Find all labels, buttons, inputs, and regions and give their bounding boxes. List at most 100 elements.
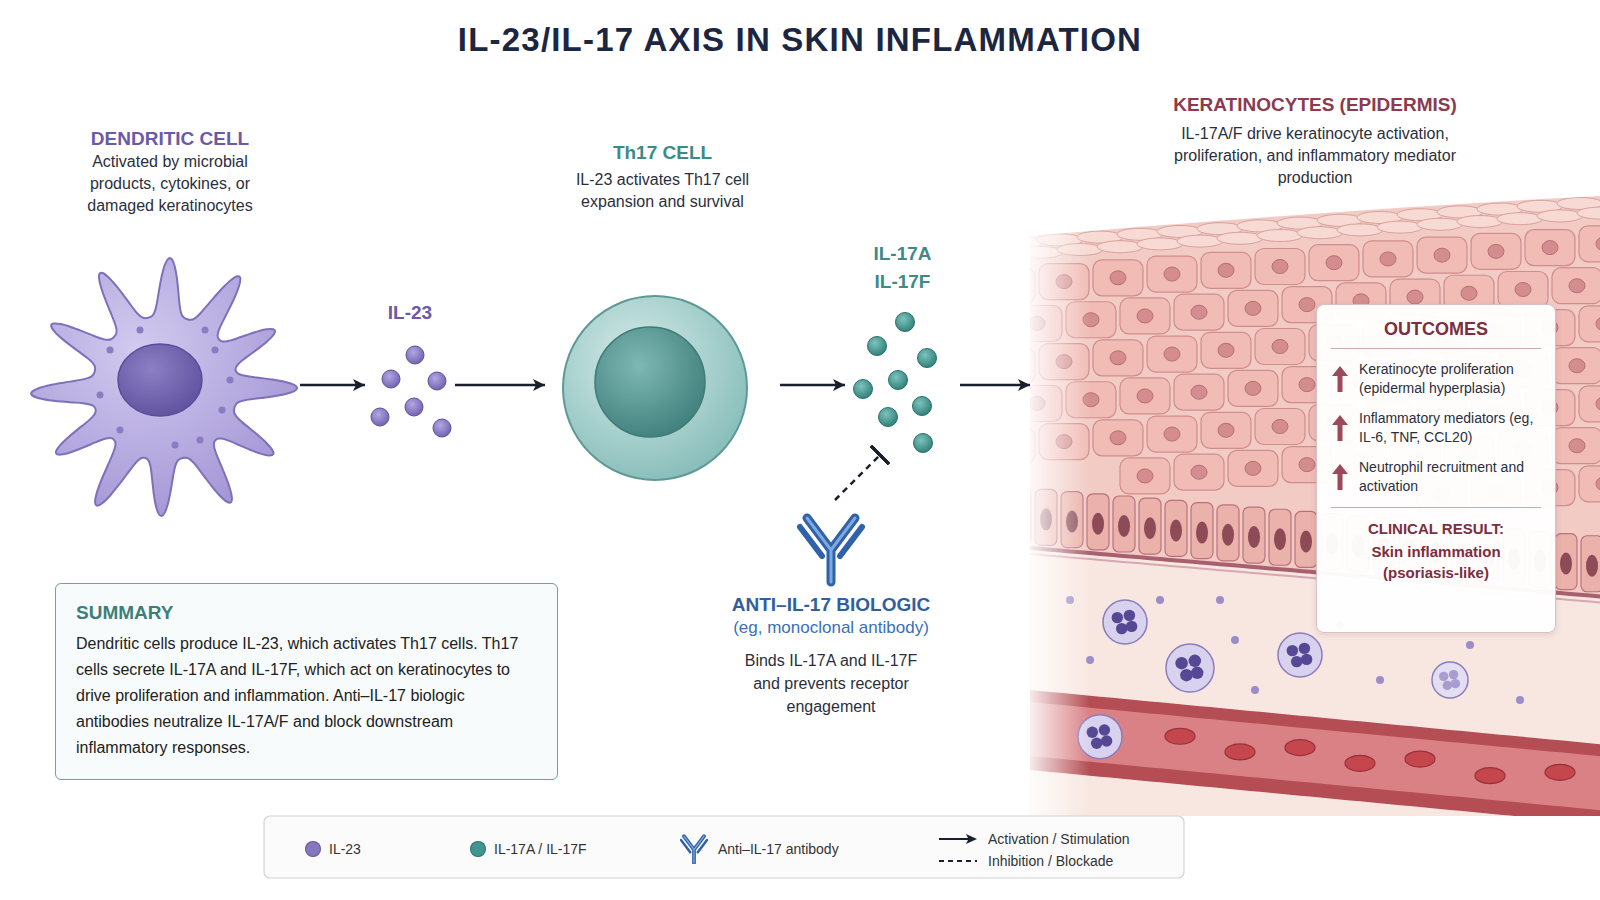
keratinocyte-cell xyxy=(1579,386,1600,422)
red-blood-cell xyxy=(1345,755,1375,771)
keratinocyte-cell xyxy=(1228,450,1278,486)
cytokine-dot xyxy=(1231,636,1239,644)
red-blood-cell xyxy=(1405,751,1435,767)
basal-cell xyxy=(1165,500,1187,556)
granule xyxy=(97,392,104,399)
legend-item: Anti–IL-17 antibody xyxy=(680,839,839,859)
cell-nucleus xyxy=(1569,279,1585,293)
granule xyxy=(212,347,219,354)
text-slot: Skin inflammation (psoriasis-like) xyxy=(1331,541,1541,583)
keratinocyte-cell xyxy=(1147,416,1197,452)
activation-arrow xyxy=(300,384,365,387)
corneum-cell xyxy=(1217,232,1263,244)
node-text: IL-17A/F drive keratinocyte activation, … xyxy=(1148,123,1483,189)
basal-cell xyxy=(1243,507,1265,563)
text-slot: ANTI–IL-17 BIOLOGIC xyxy=(700,592,962,617)
basal-nucleus xyxy=(1222,524,1234,546)
neutrophil xyxy=(1278,633,1322,677)
cell-nucleus xyxy=(1164,267,1180,281)
basal-nucleus xyxy=(1300,530,1312,552)
neutrophil-lobe xyxy=(1126,621,1137,632)
cytokine-dot xyxy=(1466,641,1474,649)
il23-molecule xyxy=(405,398,423,416)
dendritic-nucleus xyxy=(118,344,202,416)
cell-nucleus xyxy=(1299,378,1315,392)
cell-nucleus xyxy=(1596,317,1600,331)
activation-arrow xyxy=(960,384,1030,387)
neutrophil-lobe xyxy=(1191,667,1203,679)
th17-cell xyxy=(563,296,747,480)
cell-nucleus xyxy=(1272,420,1288,434)
basal-nucleus xyxy=(1248,526,1260,548)
diagram-title: IL-23/IL-17 AXIS IN SKIN INFLAMMATION xyxy=(0,18,1600,62)
granule xyxy=(137,327,144,334)
basal-cell xyxy=(1191,503,1213,559)
cell-nucleus xyxy=(1056,435,1072,449)
corneum-cell xyxy=(1497,213,1543,225)
text-slot: IL-23 xyxy=(365,300,455,325)
keratinocyte-cell xyxy=(1066,382,1116,418)
cell-nucleus xyxy=(1083,393,1099,407)
cell-nucleus xyxy=(1596,237,1600,251)
node-text: Dendritic cells produce IL-23, which act… xyxy=(76,631,537,761)
epidermis xyxy=(1020,180,1600,840)
text-slot: IL-23 activates Th17 cell expansion and … xyxy=(545,169,780,213)
text-slot: Neutrophil recruitment and activation xyxy=(1331,458,1541,496)
basal-cell xyxy=(1217,505,1239,561)
keratinocyte-cell xyxy=(1552,268,1600,304)
keratinocyte-cell xyxy=(1201,252,1251,288)
keratinocyte-cell xyxy=(1093,420,1143,456)
activation-arrow xyxy=(780,384,845,387)
keratinocyte-cell xyxy=(1201,412,1251,448)
keratinocyte-cell xyxy=(1120,298,1170,334)
text-slot: KERATINOCYTES (EPIDERMIS) xyxy=(1030,92,1600,117)
red-blood-cell xyxy=(1225,744,1255,760)
node-heading: CLINICAL RESULT: xyxy=(1331,516,1541,541)
diagram-node: IL-17A IL-17F xyxy=(845,240,960,455)
activation-arrow xyxy=(455,384,545,387)
granule xyxy=(117,427,124,434)
keratinocyte-cell xyxy=(1579,306,1600,342)
keratinocyte-cell xyxy=(1039,264,1089,300)
cell-nucleus xyxy=(1056,355,1072,369)
cell-nucleus xyxy=(1137,469,1153,483)
neutrophil xyxy=(1103,600,1147,644)
node-text: Keratinocyte proliferation (epidermal hy… xyxy=(1359,360,1541,398)
text-slot: Dendritic cells produce IL-23, which act… xyxy=(76,631,537,761)
diagram-node: SUMMARYDendritic cells produce IL-23, wh… xyxy=(55,583,558,780)
neutrophil-lobe xyxy=(1112,612,1123,623)
corneum-cell xyxy=(1337,224,1383,236)
cell-nucleus xyxy=(1434,248,1450,262)
neutrophil-lobe xyxy=(1116,623,1127,634)
basal-cell xyxy=(1009,487,1031,543)
basal-cell xyxy=(1087,494,1109,550)
cell-nucleus xyxy=(1191,385,1207,399)
text-slot: OUTCOMES xyxy=(1331,317,1541,349)
legend-line xyxy=(939,838,970,840)
keratinocyte-cell xyxy=(1228,290,1278,326)
cell-nucleus xyxy=(1245,301,1261,315)
corneum-cell xyxy=(1297,227,1343,239)
node-text: Binds IL-17A and IL-17F and prevents rec… xyxy=(734,649,929,718)
keratinocyte-cell xyxy=(1579,466,1600,502)
cell-nucleus xyxy=(1272,340,1288,354)
basal-nucleus xyxy=(1014,506,1026,528)
granule xyxy=(172,442,179,449)
neutrophil-lobe xyxy=(1451,679,1460,688)
basal-nucleus xyxy=(1586,555,1598,577)
corneum-cell xyxy=(1577,207,1600,219)
keratinocyte-cell xyxy=(1363,241,1413,277)
cell-nucleus xyxy=(1164,347,1180,361)
keratinocyte-cell xyxy=(1228,370,1278,406)
neutrophil-lobe xyxy=(1099,724,1110,735)
corneum-cell xyxy=(1177,235,1223,247)
keratinocyte-cell xyxy=(1012,386,1062,422)
basal-nucleus xyxy=(1560,553,1572,575)
legend-arrow-sample xyxy=(938,832,978,846)
cell-nucleus xyxy=(1083,313,1099,327)
neutrophil-lobe xyxy=(1101,735,1112,746)
cell-nucleus xyxy=(1515,282,1531,296)
cell-nucleus xyxy=(1218,263,1234,277)
corneum-cell xyxy=(1257,230,1303,242)
neutrophil-lobe xyxy=(1175,657,1187,669)
